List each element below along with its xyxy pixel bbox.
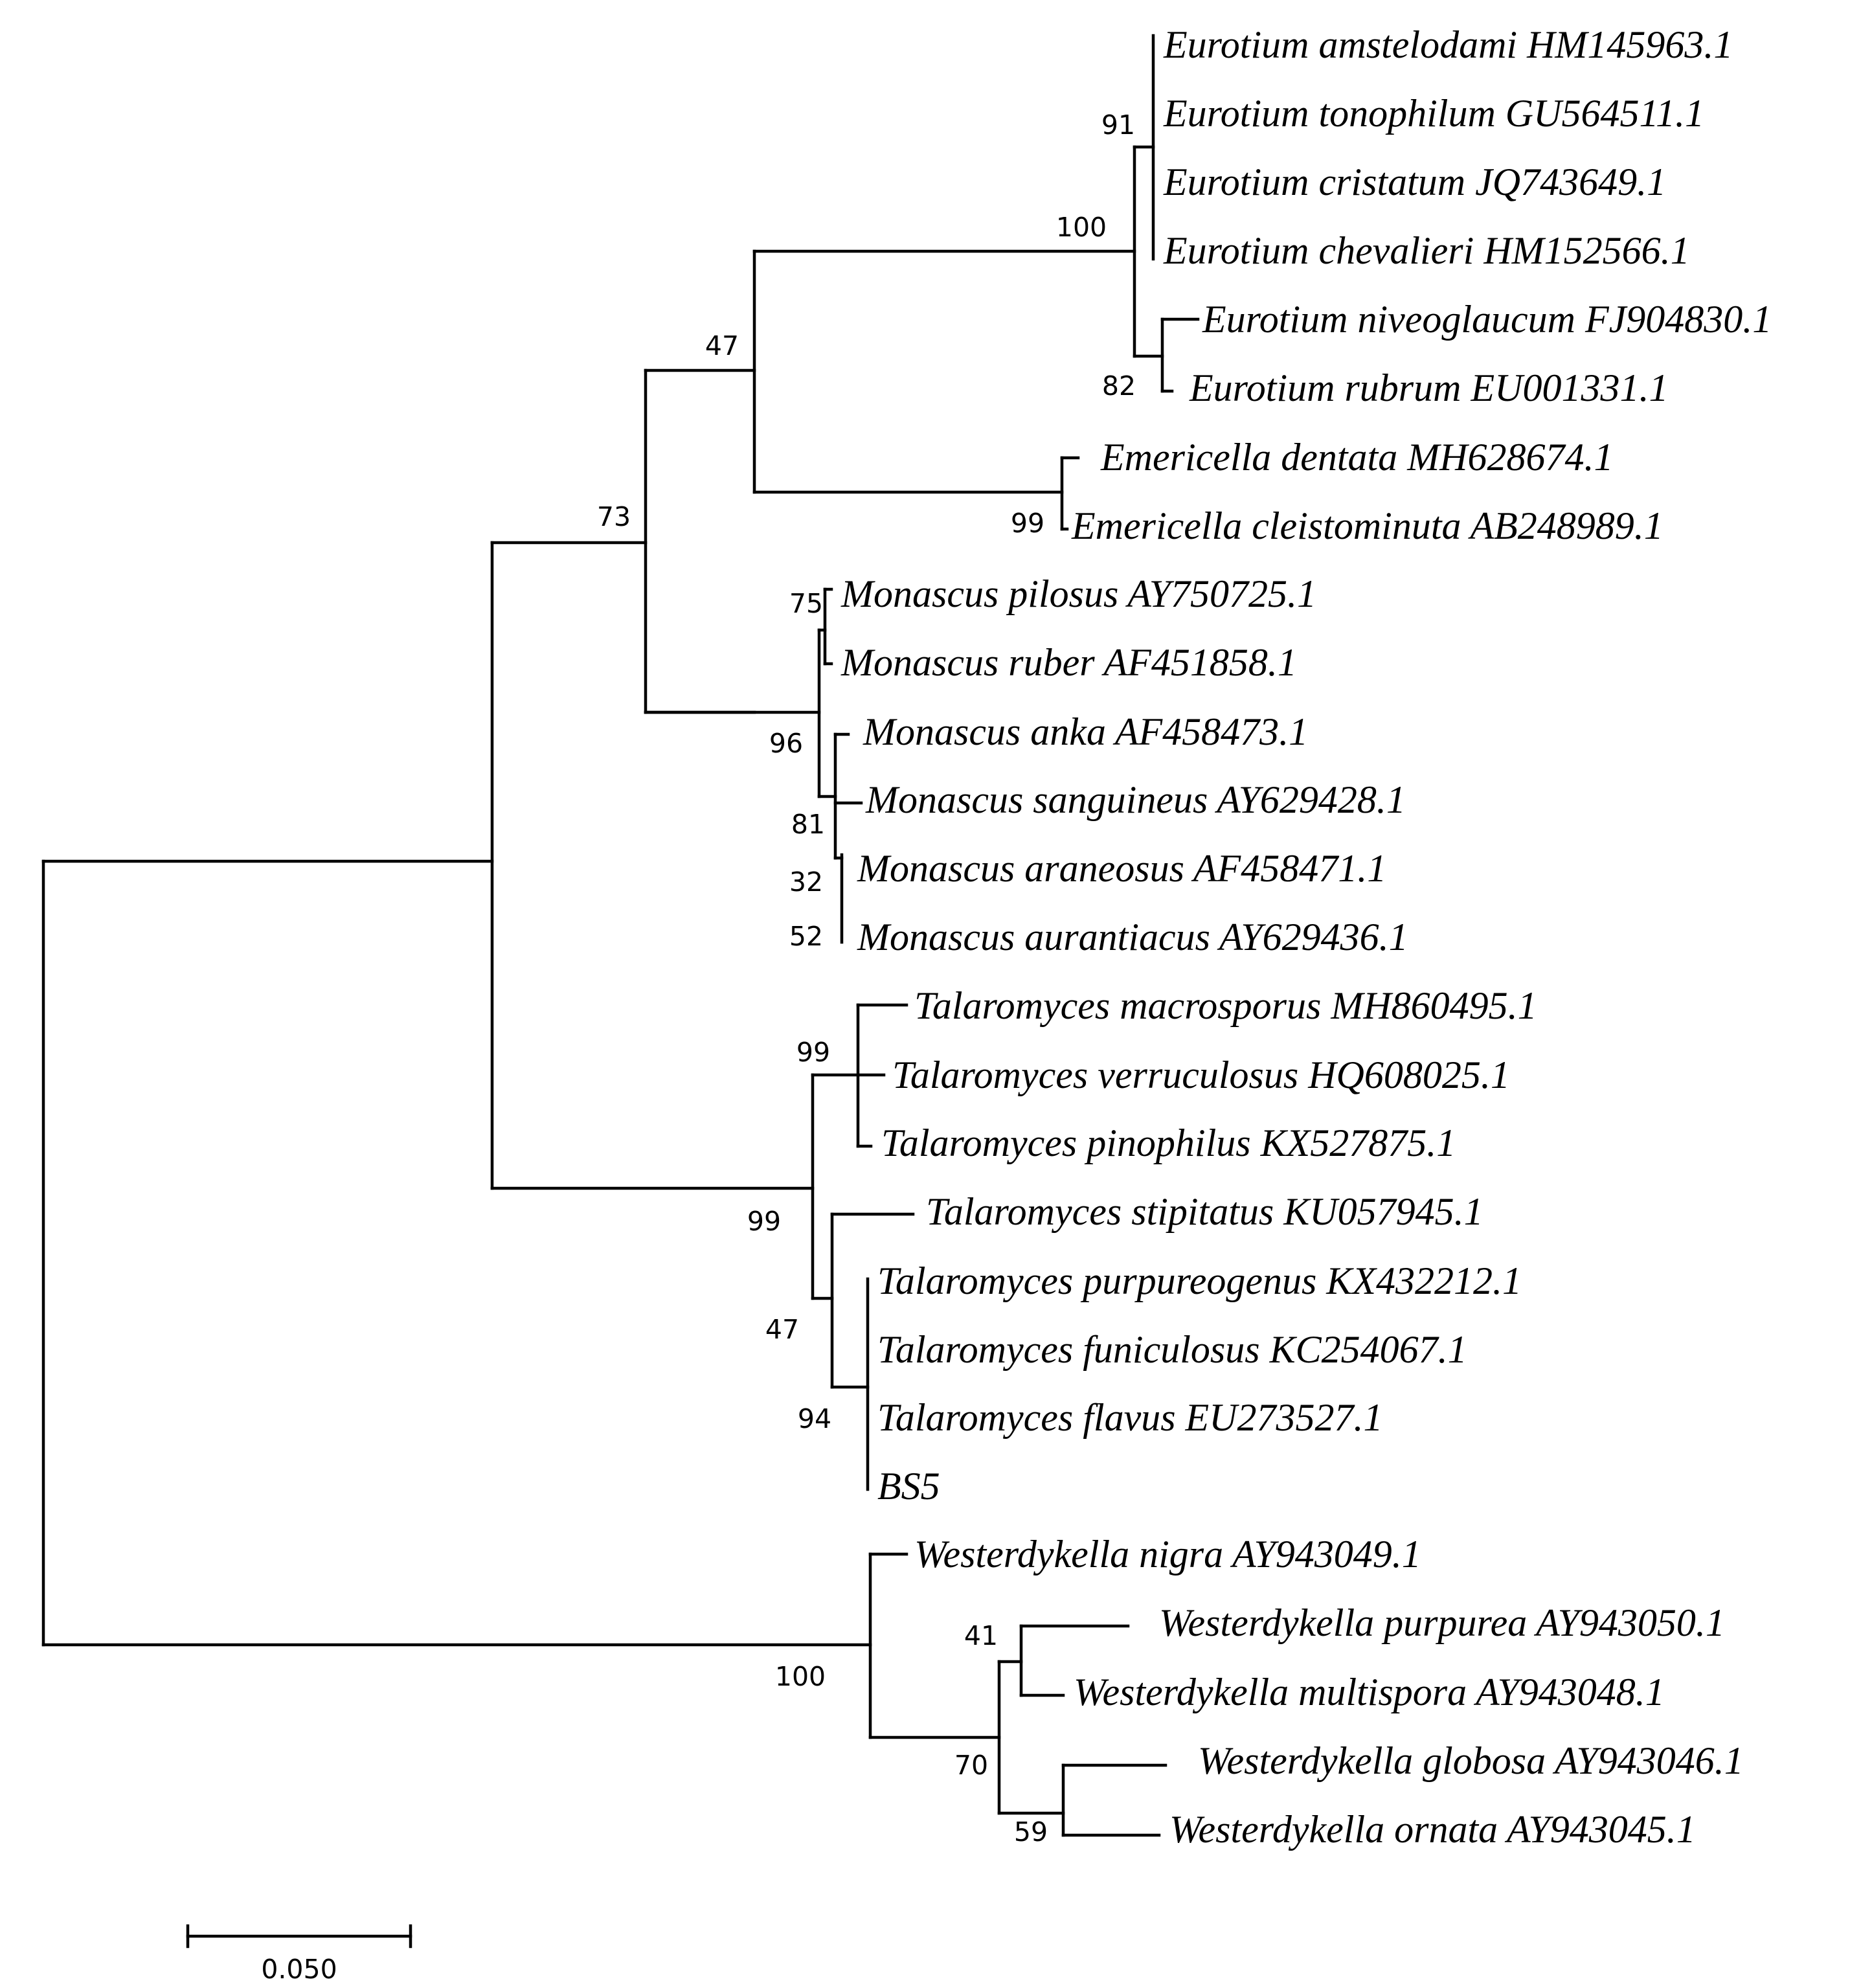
taxon-label: Talaromyces purpureogenus KX432212.1 xyxy=(877,1259,1522,1302)
taxon-label: Talaromyces verruculosus HQ608025.1 xyxy=(892,1054,1510,1096)
support-value: 99 xyxy=(747,1206,781,1237)
taxon-label: Monascus pilosus AY750725.1 xyxy=(840,572,1316,615)
taxon-label: Eurotium chevalieri HM152566.1 xyxy=(1163,229,1690,272)
support-value: 81 xyxy=(791,809,825,840)
support-value: 32 xyxy=(789,866,823,898)
taxon-label: Westerdykella nigra AY943049.1 xyxy=(914,1533,1421,1576)
taxon-label: Westerdykella multispora AY943048.1 xyxy=(1074,1671,1665,1713)
taxon-label: Eurotium rubrum EU001331.1 xyxy=(1189,367,1668,409)
taxon-label: Monascus araneosus AF458471.1 xyxy=(857,847,1386,890)
taxon-label: Monascus ruber AF451858.1 xyxy=(840,641,1297,684)
taxon-label: Emericella dentata MH628674.1 xyxy=(1100,436,1614,479)
support-value: 91 xyxy=(1101,109,1135,141)
support-value: 73 xyxy=(597,501,631,532)
scale-bar: 0.050 xyxy=(186,1924,412,1985)
support-value: 59 xyxy=(1014,1816,1048,1847)
support-values: 91 100 82 47 99 73 75 96 81 32 52 99 99 47 94 100 41 70 59 xyxy=(597,109,1136,1847)
taxon-label: Talaromyces funiculosus KC254067.1 xyxy=(877,1328,1467,1371)
taxon-label: Emericella cleistominuta AB248989.1 xyxy=(1071,504,1663,547)
taxon-label: Talaromyces flavus EU273527.1 xyxy=(877,1396,1383,1439)
taxon-label: Talaromyces pinophilus KX527875.1 xyxy=(881,1122,1456,1164)
support-value: 47 xyxy=(765,1314,799,1345)
taxon-label: Eurotium amstelodami HM145963.1 xyxy=(1163,23,1733,66)
taxon-label: Westerdykella ornata AY943045.1 xyxy=(1169,1808,1696,1851)
taxon-label: Monascus aurantiacus AY629436.1 xyxy=(857,916,1408,958)
support-value: 75 xyxy=(789,588,823,619)
support-value: 96 xyxy=(769,728,803,759)
taxon-label: Talaromyces stipitatus KU057945.1 xyxy=(926,1190,1483,1233)
taxon-label: Eurotium niveoglaucum FJ904830.1 xyxy=(1202,298,1772,341)
taxon-label: Monascus sanguineus AY629428.1 xyxy=(865,778,1406,821)
support-value: 99 xyxy=(1011,508,1044,539)
support-value: 70 xyxy=(954,1750,988,1781)
support-value: 100 xyxy=(1056,212,1107,243)
taxon-label: Westerdykella purpurea AY943050.1 xyxy=(1159,1601,1725,1644)
taxon-label: Eurotium tonophilum GU564511.1 xyxy=(1163,92,1704,135)
taxon-label: Monascus anka AF458473.1 xyxy=(863,710,1308,753)
support-value: 82 xyxy=(1102,370,1136,401)
taxon-label: Eurotium cristatum JQ743649.1 xyxy=(1163,161,1666,203)
support-value: 41 xyxy=(964,1620,998,1651)
support-value: 94 xyxy=(798,1403,831,1434)
support-value: 52 xyxy=(789,921,823,952)
support-value: 47 xyxy=(705,330,739,361)
taxon-label: Talaromyces macrosporus MH860495.1 xyxy=(914,984,1537,1027)
tree-branches xyxy=(41,34,1200,1837)
support-value: 100 xyxy=(775,1661,826,1692)
scale-bar-label: 0.050 xyxy=(261,1954,337,1985)
taxon-label: BS5 xyxy=(877,1465,940,1508)
taxon-label: Westerdykella globosa AY943046.1 xyxy=(1198,1739,1744,1782)
support-value: 99 xyxy=(796,1037,830,1068)
taxon-labels: Eurotium amstelodami HM145963.1Eurotium … xyxy=(840,23,1772,1851)
